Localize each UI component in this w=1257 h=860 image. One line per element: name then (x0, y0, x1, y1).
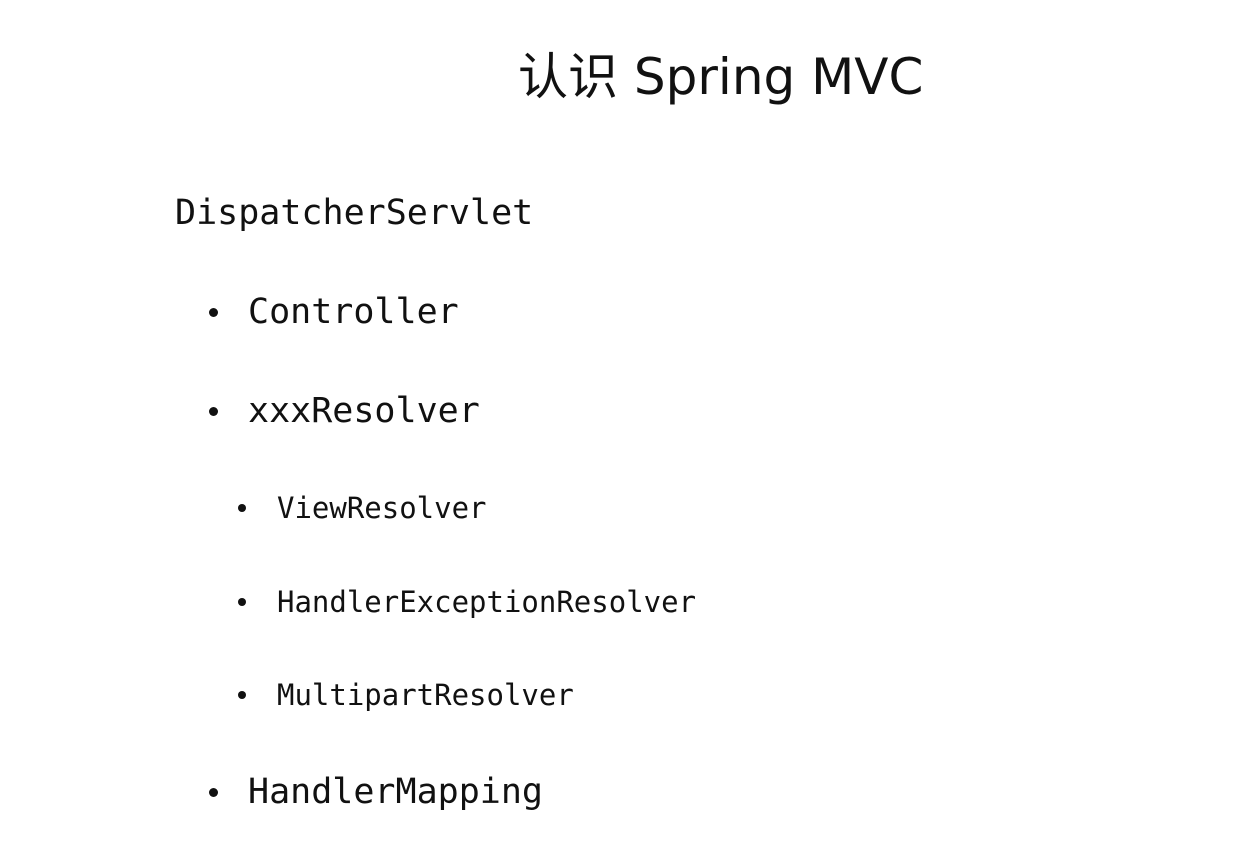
list-item-label: MultipartResolver (277, 678, 574, 712)
list-item-viewresolver: ViewResolver (238, 488, 487, 528)
list-item-handlermapping: HandlerMapping (209, 769, 543, 815)
list-item-handlerexceptionresolver: HandlerExceptionResolver (238, 582, 696, 622)
list-item-label: HandlerExceptionResolver (277, 585, 697, 619)
bullet-icon (209, 307, 218, 317)
bullet-icon (238, 598, 246, 606)
list-item-label: xxxResolver (248, 391, 480, 431)
list-item-label: Controller (248, 292, 459, 332)
bullet-icon (238, 691, 246, 699)
bullet-icon (238, 504, 246, 512)
bullet-icon (209, 406, 218, 416)
list-item-label: ViewResolver (277, 491, 487, 525)
list-item-multipartresolver: MultipartResolver (238, 675, 574, 715)
list-item-controller: Controller (209, 289, 459, 335)
bullet-icon (209, 787, 218, 797)
list-item-xxxresolver: xxxResolver (209, 388, 480, 434)
root-label: DispatcherServlet (175, 193, 534, 233)
list-item-label: HandlerMapping (248, 772, 544, 812)
slide-title: 认识 Spring MVC (518, 48, 924, 106)
